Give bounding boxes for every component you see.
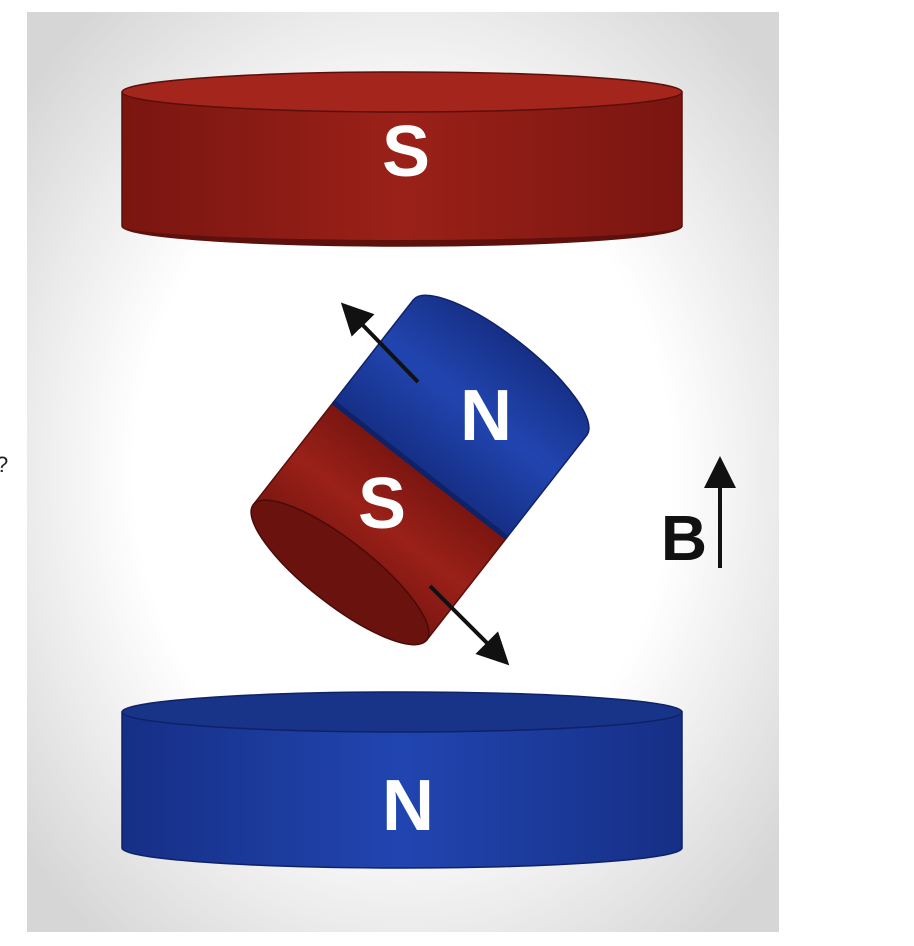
dipole-magnet bbox=[250, 294, 590, 646]
upper-force-arrow bbox=[340, 302, 420, 384]
bottom-magnet-pole-label: N bbox=[382, 766, 434, 846]
top-magnet-pole-label: S bbox=[382, 112, 430, 192]
lower-force-arrow bbox=[428, 584, 510, 666]
truncated-question-text: ? bbox=[0, 452, 8, 478]
dipole-south-label: S bbox=[358, 464, 406, 544]
field-label: B bbox=[661, 502, 707, 574]
bottom-magnet: N bbox=[121, 691, 683, 869]
dipole-north-label: N bbox=[460, 376, 512, 456]
top-magnet: S bbox=[121, 71, 683, 247]
